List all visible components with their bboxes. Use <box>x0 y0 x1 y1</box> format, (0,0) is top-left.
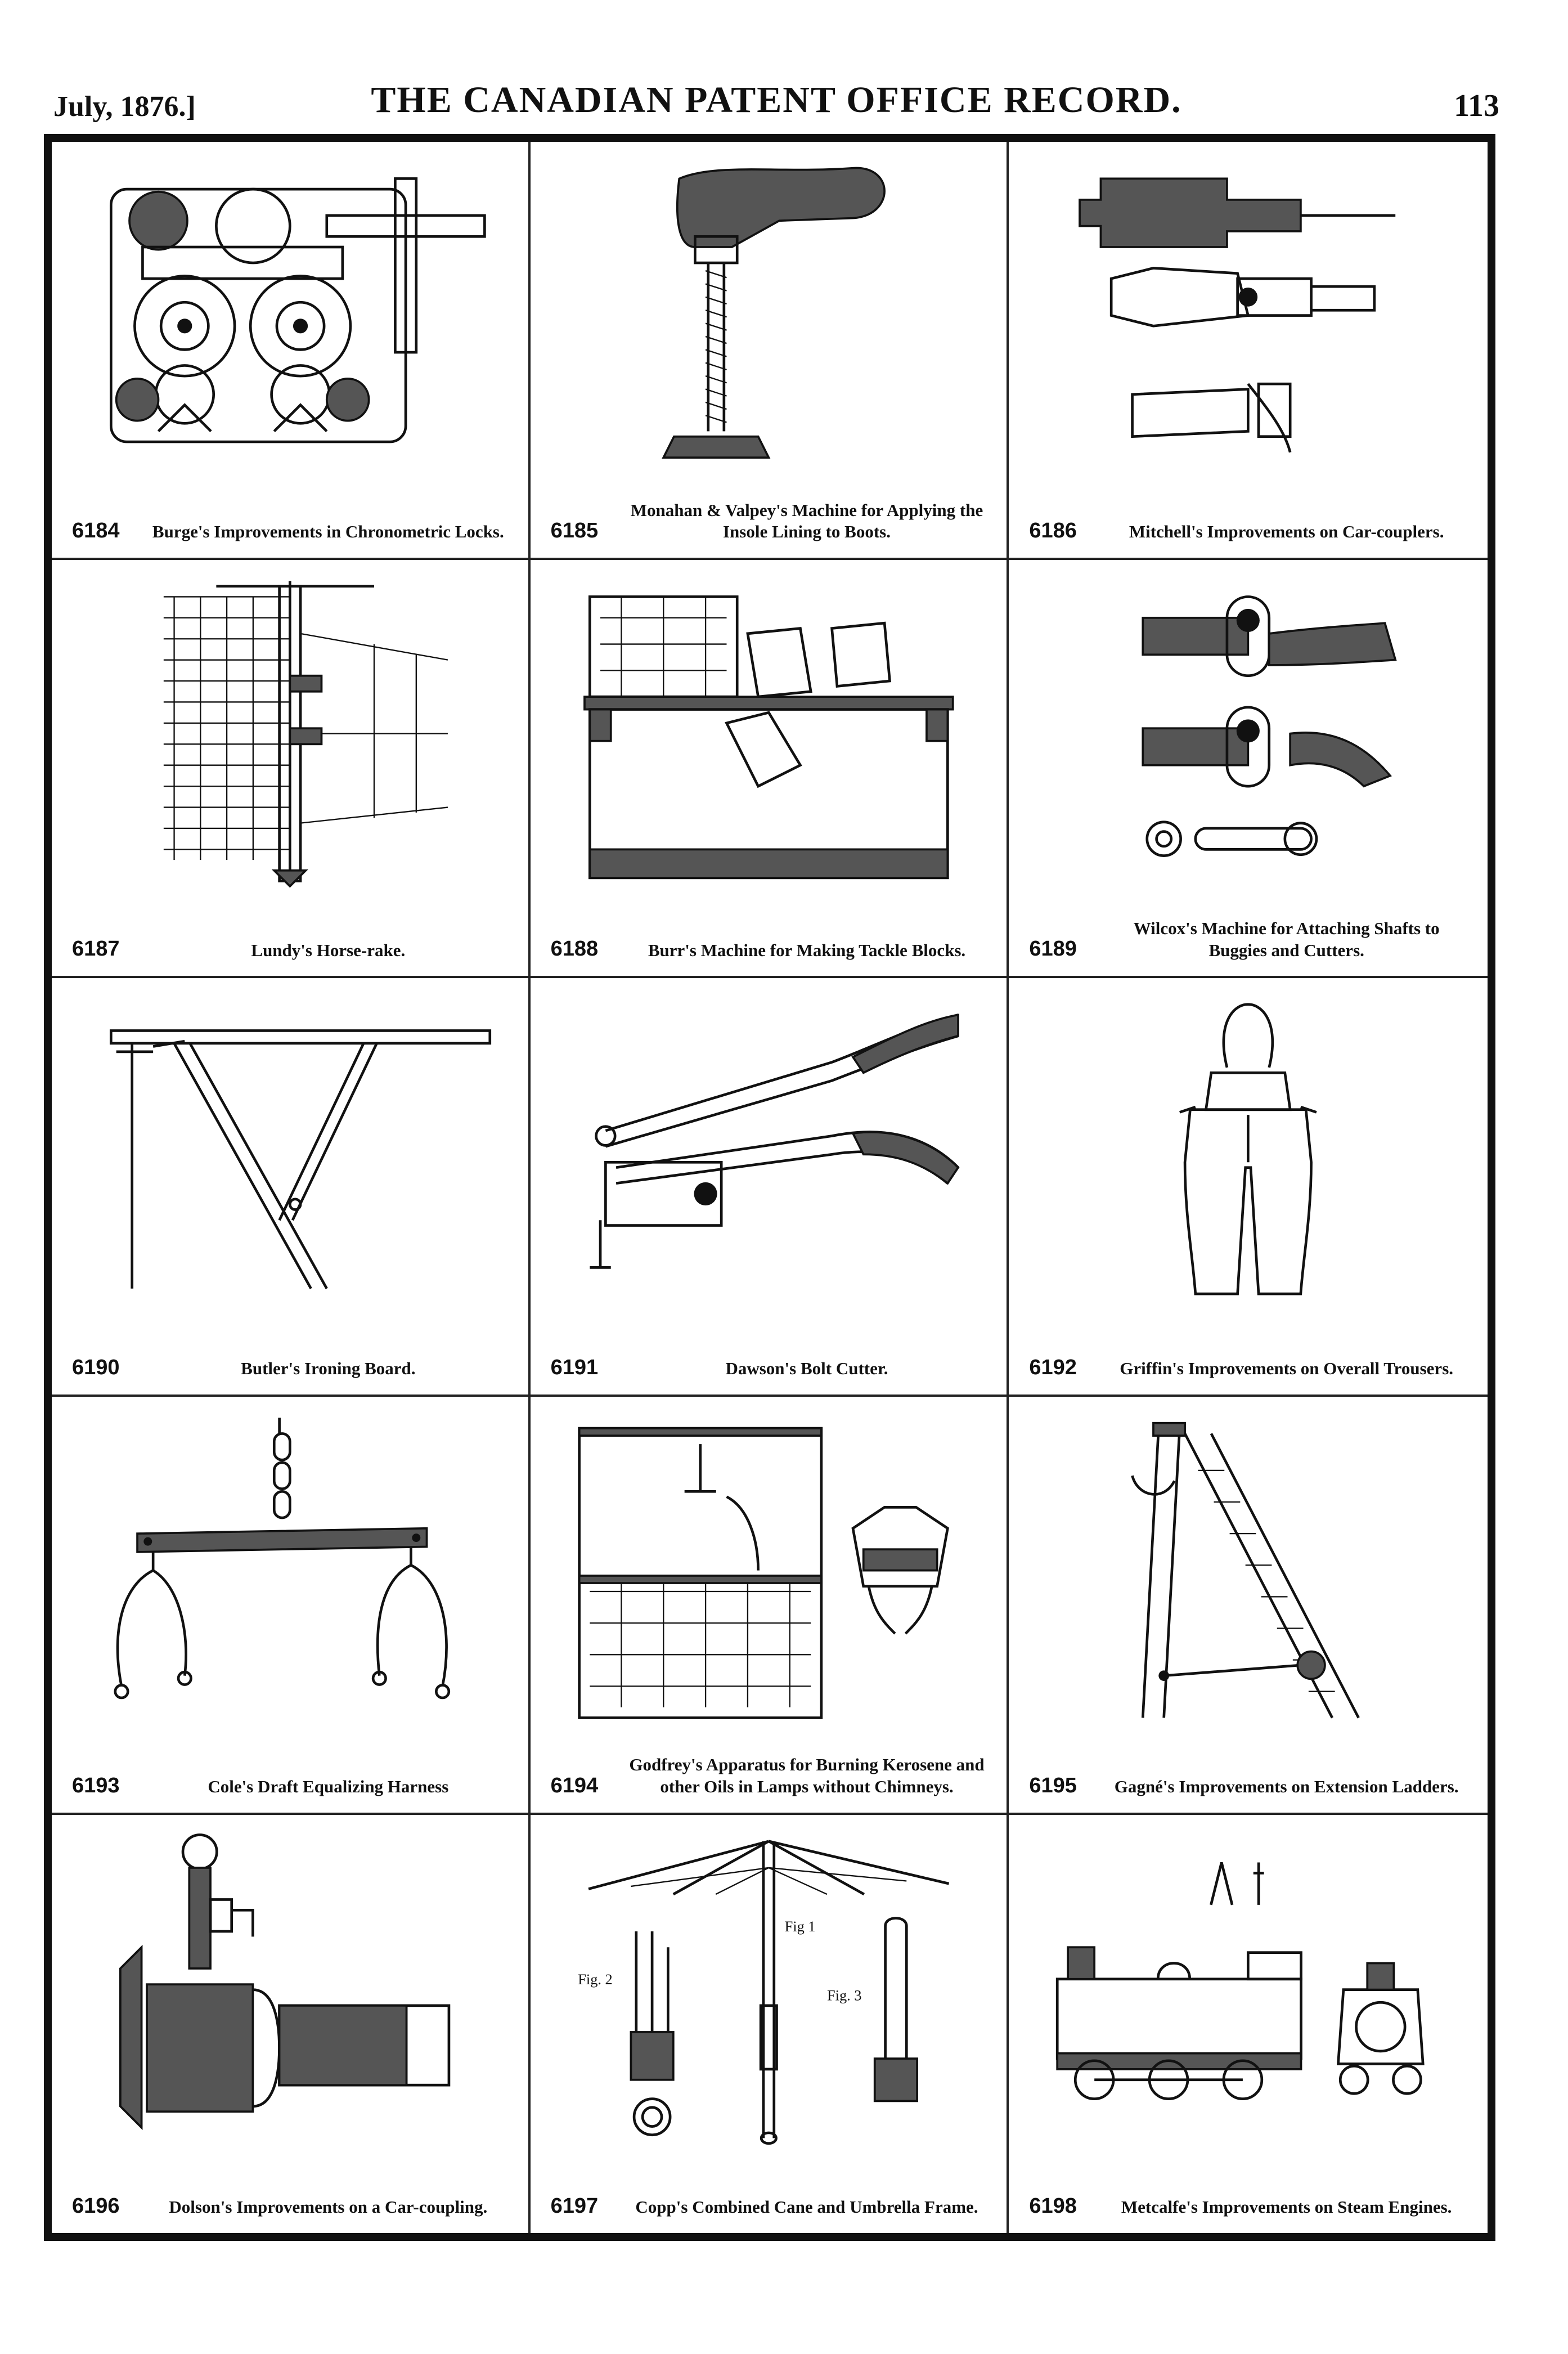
figure-steam-engine <box>1031 1831 1465 2149</box>
patent-caption: 6195 Gagné's Improvements on Extension L… <box>1029 1732 1471 1798</box>
patent-title: Burge's Improvements in Chronometric Loc… <box>152 522 504 542</box>
patent-caption: 6186 Mitchell's Improvements on Car-coup… <box>1029 477 1471 543</box>
patent-cell-6194: 6194 Godfrey's Apparatus for Burning Ker… <box>530 1396 1009 1815</box>
patent-cell-6186: 6186 Mitchell's Improvements on Car-coup… <box>1009 142 1488 561</box>
figure-extension-ladder <box>1031 1413 1465 1728</box>
patent-title: Burr's Machine for Making Tackle Blocks. <box>648 940 966 960</box>
patent-grid: 6184 Burge's Improvements in Chronometri… <box>44 134 1495 2241</box>
figure-ironing-board <box>74 994 506 1310</box>
patent-title: Mitchell's Improvements on Car-couplers. <box>1129 522 1444 542</box>
figure-cane-umbrella: Fig 1 Fig. 2 Fig. 3 <box>553 1831 985 2149</box>
figure-car-coupling <box>74 1831 506 2149</box>
patent-title: Copp's Combined Cane and Umbrella Frame. <box>635 2197 978 2217</box>
patent-number: 6192 <box>1029 1355 1077 1379</box>
patent-cell-6191: 6191 Dawson's Bolt Cutter. <box>530 978 1009 1397</box>
patent-number: 6196 <box>72 2194 120 2218</box>
patent-cell-6185: 6185 Monahan & Valpey's Machine for Appl… <box>530 142 1009 561</box>
patent-title: Wilcox's Machine for Attaching Shafts to… <box>1133 918 1440 960</box>
patent-cell-6198: 6198 Metcalfe's Improvements on Steam En… <box>1009 1815 1488 2233</box>
figure-horse-rake <box>74 576 506 891</box>
figure-kerosene-lamp <box>553 1413 985 1728</box>
patent-title: Griffin's Improvements on Overall Trouse… <box>1120 1358 1454 1378</box>
patent-caption: 6196 Dolson's Improvements on a Car-coup… <box>72 2152 511 2218</box>
patent-number: 6189 <box>1029 937 1077 961</box>
patent-title: Lundy's Horse-rake. <box>251 940 406 960</box>
patent-caption: 6188 Burr's Machine for Making Tackle Bl… <box>551 895 990 961</box>
figure-bolt-cutter <box>553 994 985 1310</box>
patent-number: 6194 <box>550 1773 599 1797</box>
figure-chronometric-lock <box>74 158 506 473</box>
patent-title: Cole's Draft Equalizing Harness <box>208 1777 449 1797</box>
patent-cell-6195: 6195 Gagné's Improvements on Extension L… <box>1009 1397 1488 1815</box>
patent-cell-6197: Fig 1 Fig. 2 Fig. 3 6197 Copp's Combined… <box>531 1814 1009 2233</box>
patent-number: 6197 <box>550 2194 599 2218</box>
figure-overall-trousers <box>1031 994 1465 1310</box>
figure-car-coupler <box>1031 158 1465 473</box>
fig-2-label: Fig. 2 <box>578 1971 613 1988</box>
patent-number: 6193 <box>72 1773 120 1797</box>
patent-caption: 6187 Lundy's Horse-rake. <box>72 895 511 961</box>
patent-title: Gagné's Improvements on Extension Ladder… <box>1114 1777 1459 1797</box>
patent-number: 6187 <box>72 937 120 961</box>
patent-caption: 6197 Copp's Combined Cane and Umbrella F… <box>551 2152 990 2218</box>
figure-tackle-block-machine <box>553 576 985 891</box>
patent-cell-6184: 6184 Burge's Improvements in Chronometri… <box>52 142 531 561</box>
fig-3-label: Fig. 3 <box>827 1987 862 2003</box>
patent-caption: 6190 Butler's Ironing Board. <box>72 1313 511 1380</box>
patent-cell-6188: 6188 Burr's Machine for Making Tackle Bl… <box>530 560 1009 979</box>
patent-number: 6186 <box>1029 519 1077 543</box>
patent-caption: 6189 Wilcox's Machine for Attaching Shaf… <box>1029 895 1471 961</box>
patent-number: 6190 <box>72 1355 120 1379</box>
patent-title: Godfrey's Apparatus for Burning Kerosene… <box>629 1755 985 1797</box>
patent-caption: 6184 Burge's Improvements in Chronometri… <box>72 477 511 543</box>
patent-number: 6191 <box>550 1355 599 1379</box>
page-number: 113 <box>1454 88 1499 123</box>
patent-number: 6184 <box>72 519 120 543</box>
patent-caption: 6198 Metcalfe's Improvements on Steam En… <box>1029 2152 1471 2218</box>
patent-title: Monahan & Valpey's Machine for Applying … <box>630 500 983 542</box>
patent-cell-6196: 6196 Dolson's Improvements on a Car-coup… <box>52 1814 531 2233</box>
patent-cell-6190: 6190 Butler's Ironing Board. <box>52 978 531 1397</box>
patent-cell-6192: 6192 Griffin's Improvements on Overall T… <box>1009 978 1488 1397</box>
patent-number: 6188 <box>550 937 599 961</box>
patent-title: Metcalfe's Improvements on Steam Engines… <box>1121 2197 1452 2217</box>
fig-1-label: Fig 1 <box>784 1918 815 1935</box>
figure-shaft-attachment <box>1031 576 1465 891</box>
patent-caption: 6192 Griffin's Improvements on Overall T… <box>1029 1313 1471 1380</box>
patent-caption: 6193 Cole's Draft Equalizing Harness <box>72 1732 511 1798</box>
page-header: July, 1876.] THE CANADIAN PATENT OFFICE … <box>53 79 1499 129</box>
patent-caption: 6191 Dawson's Bolt Cutter. <box>551 1313 990 1380</box>
patent-caption: 6194 Godfrey's Apparatus for Burning Ker… <box>551 1732 990 1798</box>
patent-title: Dawson's Bolt Cutter. <box>725 1358 888 1378</box>
figure-draft-harness <box>74 1413 506 1728</box>
patent-cell-6189: 6189 Wilcox's Machine for Attaching Shaf… <box>1009 560 1488 979</box>
patent-cell-6187: 6187 Lundy's Horse-rake. <box>52 560 531 979</box>
issue-date: July, 1876.] <box>53 91 196 123</box>
journal-title: THE CANADIAN PATENT OFFICE RECORD. <box>371 79 1182 120</box>
patent-cell-6193: 6193 Cole's Draft Equalizing Harness <box>52 1396 531 1815</box>
patent-title: Dolson's Improvements on a Car-coupling. <box>169 2197 488 2217</box>
patent-title: Butler's Ironing Board. <box>241 1358 416 1378</box>
figure-insole-machine <box>553 158 985 473</box>
patent-number: 6185 <box>550 519 599 543</box>
patent-number: 6198 <box>1029 2194 1077 2218</box>
patent-number: 6195 <box>1029 1773 1077 1797</box>
patent-caption: 6185 Monahan & Valpey's Machine for Appl… <box>551 477 990 543</box>
